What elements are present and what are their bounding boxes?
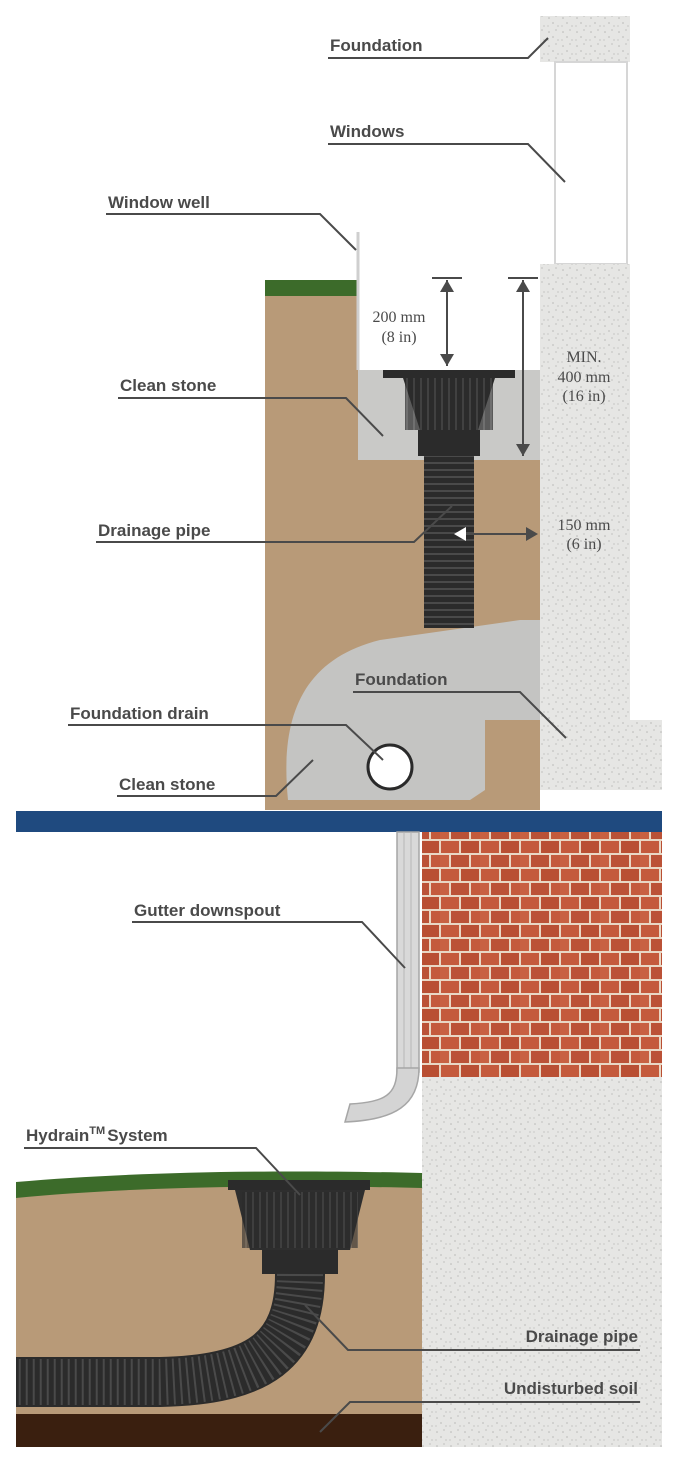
section-divider <box>16 811 662 832</box>
label-foundation-top: Foundation <box>330 36 423 55</box>
foundation-wall-lower <box>422 1077 662 1447</box>
label-clean-stone-upper: Clean stone <box>120 376 216 395</box>
label-drainage-pipe-bottom: Drainage pipe <box>526 1327 638 1346</box>
foundation-wall <box>485 264 662 790</box>
label-window-well: Window well <box>108 193 210 212</box>
grass-lower <box>16 1171 422 1198</box>
window-frame <box>554 61 628 265</box>
basin-neck <box>418 430 480 456</box>
clean-stone-lower-fill <box>286 620 540 800</box>
label-windows: Windows <box>330 122 404 141</box>
label-foundation-mid: Foundation <box>355 670 448 689</box>
gutter-downspout-pipe <box>396 831 420 1073</box>
dim-200-line1: 200 mm <box>373 309 426 326</box>
dim-200-line2: (8 in) <box>381 329 416 346</box>
label-drainage-pipe-top: Drainage pipe <box>98 521 210 540</box>
hydrain-grate <box>228 1180 370 1190</box>
label-foundation-drain: Foundation drain <box>70 704 209 723</box>
dim-150-line1: 150 mm <box>558 517 611 534</box>
brick-wall <box>422 832 662 1077</box>
grass-strip <box>265 280 358 296</box>
dim-min-line1: MIN. <box>566 349 601 366</box>
downspout-elbow <box>344 1067 420 1123</box>
label-clean-stone-lower: Clean stone <box>119 775 215 794</box>
label-undisturbed-soil: Undisturbed soil <box>504 1379 638 1398</box>
dim-150-line2: (6 in) <box>566 536 601 553</box>
top-section: 200 mm (8 in) MIN. 400 mm (16 in) 150 mm… <box>68 16 662 810</box>
label-gutter-downspout: Gutter downspout <box>134 901 281 920</box>
foundation-cap <box>540 16 630 62</box>
hydrain-neck <box>262 1250 338 1274</box>
dim-min-line2: 400 mm <box>558 369 611 386</box>
dim-min-line3: (16 in) <box>562 388 605 405</box>
window-well-cavity <box>358 232 540 370</box>
drainage-pipe-vertical <box>424 456 474 628</box>
undisturbed-soil-layer <box>16 1414 422 1447</box>
